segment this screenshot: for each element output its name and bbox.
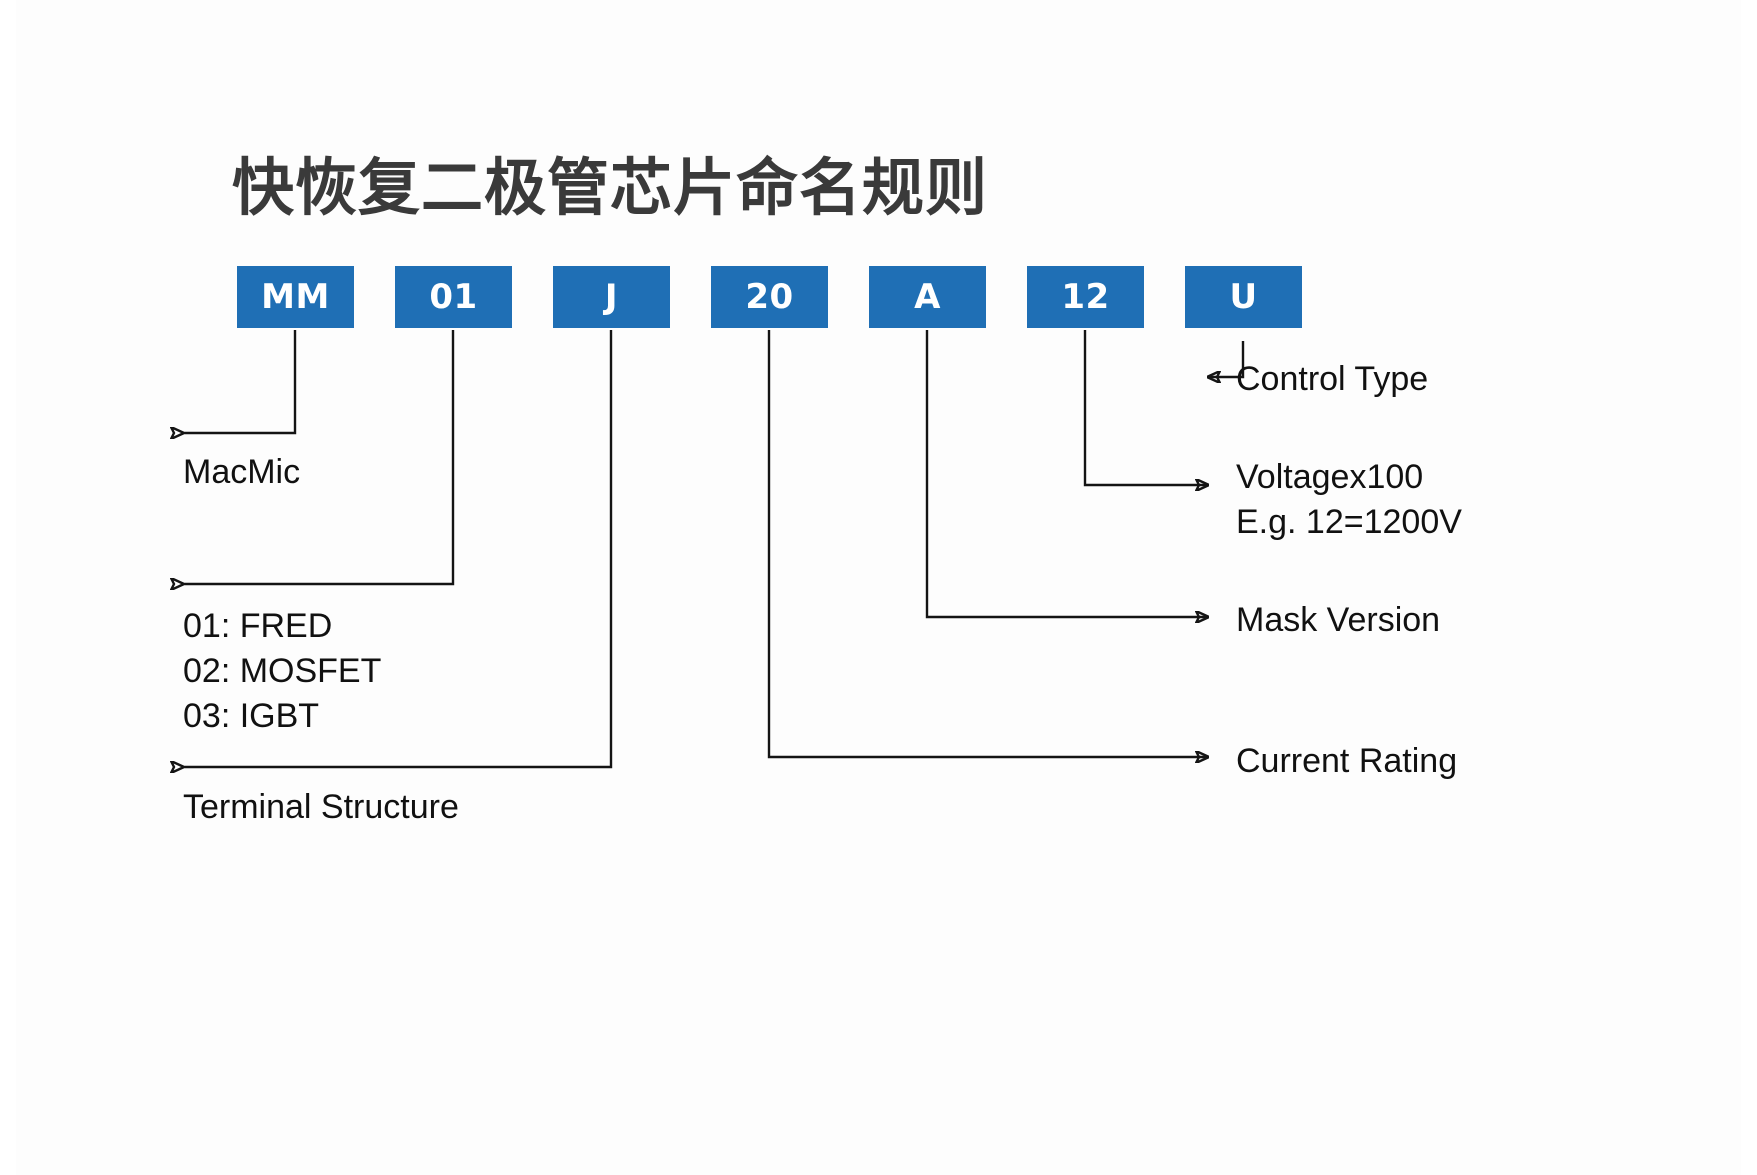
- left-margin: [0, 0, 16, 1175]
- code-box-12[interactable]: 12: [1027, 266, 1144, 328]
- annotation-device-type: 01: FRED 02: MOSFET 03: IGBT: [183, 607, 382, 735]
- code-box-u[interactable]: U: [1185, 266, 1302, 328]
- connector-12: [1083, 330, 1208, 485]
- right-margin: [1741, 0, 1757, 1175]
- code-box-a[interactable]: A: [869, 266, 986, 328]
- code-box-01[interactable]: 01: [395, 266, 512, 328]
- annotation-current-rating: Current Rating: [1236, 742, 1458, 780]
- connector-20: [767, 330, 1208, 757]
- annotation-voltage: Voltagex100 E.g. 12=1200V: [1236, 458, 1462, 541]
- annotation-mask-version: Mask Version: [1236, 601, 1441, 639]
- page-title: 快恢复二极管芯片命名规则: [232, 151, 989, 224]
- connector-a: [925, 330, 1208, 617]
- annotation-macmic: MacMic: [183, 453, 301, 491]
- code-box-20[interactable]: 20: [711, 266, 828, 328]
- code-box-j[interactable]: J: [553, 266, 670, 328]
- code-box-mm[interactable]: MM: [237, 266, 354, 328]
- annotation-control-type: Control Type: [1236, 360, 1429, 398]
- annotation-terminal-structure: Terminal Structure: [183, 788, 459, 826]
- connector-mm: [183, 330, 297, 433]
